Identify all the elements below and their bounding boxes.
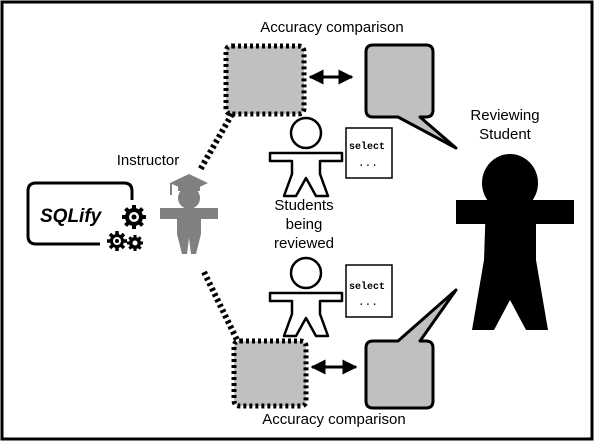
instructor-bubble-top (197, 43, 307, 172)
student-figure-bottom (268, 256, 344, 338)
gear-icon (107, 231, 127, 251)
reviewing-student-figure (456, 154, 574, 330)
student-figure-top (268, 116, 344, 198)
svg-text:select: select (349, 281, 385, 293)
accuracy-comparison-top-label: Accuracy comparison (260, 19, 403, 36)
students-label-line3: reviewed (274, 235, 334, 252)
reviewer-bubble-bottom (364, 288, 458, 410)
svg-text:select: select (349, 141, 385, 153)
gear-icon (127, 235, 143, 251)
gear-icon (122, 205, 146, 229)
svg-text:...: ... (358, 297, 378, 309)
sqlify-logo-text: SQLify (40, 206, 103, 227)
code-snippet-bottom: select ... (345, 264, 393, 318)
students-label-line1: Students (274, 197, 333, 214)
code-snippet-top: select ... (345, 127, 393, 179)
instructor-bubble-bottom (201, 270, 309, 409)
reviewing-label-line1: Reviewing (470, 107, 539, 124)
reviewing-label-line2: Student (479, 126, 532, 143)
instructor-figure (160, 174, 218, 254)
reviewer-bubble-top (364, 43, 458, 150)
instructor-label: Instructor (117, 152, 180, 169)
svg-text:...: ... (358, 158, 378, 170)
sqlify-box: SQLify (26, 181, 134, 246)
students-label-line2: being (286, 216, 323, 233)
accuracy-comparison-bottom-label: Accuracy comparison (262, 411, 405, 428)
